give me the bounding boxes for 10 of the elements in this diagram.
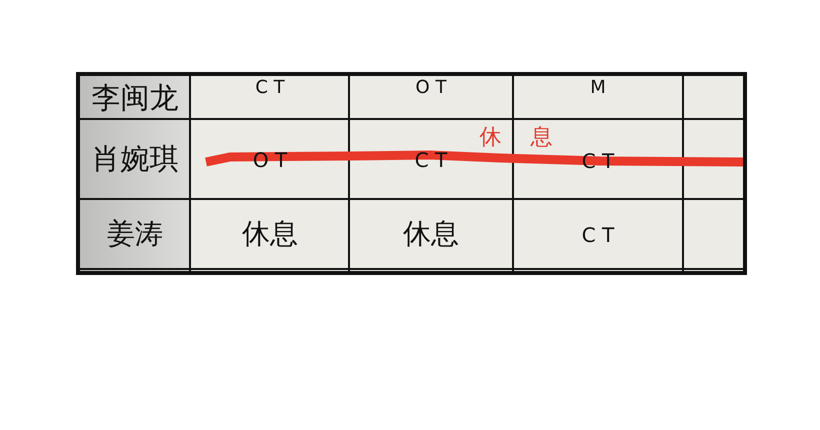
- shift-code-text: O T: [416, 79, 446, 97]
- name-text: 姜涛: [107, 220, 163, 248]
- rest-text: 休息: [403, 220, 459, 248]
- shift-code-text: C T: [255, 79, 285, 97]
- handwritten-note: 休 息: [480, 127, 552, 149]
- rest-text: 休息: [242, 220, 298, 248]
- name-text: 李闽龙: [92, 84, 178, 112]
- shift-code-text: M: [590, 79, 606, 97]
- shift-code-text: C T: [582, 225, 614, 245]
- name-text: 肖婉琪: [92, 144, 178, 174]
